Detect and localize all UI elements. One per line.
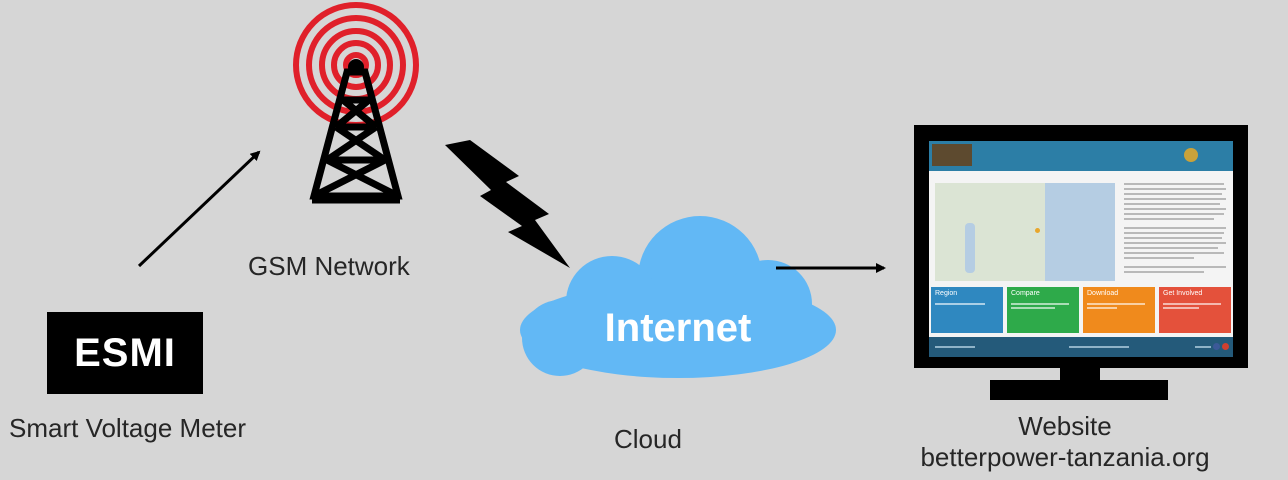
footer-text (1195, 346, 1211, 348)
lightning-icon (445, 140, 570, 268)
cloud-icon (520, 216, 836, 378)
site-card-title: Download (1087, 290, 1119, 297)
esmi-meter-box: ESMI (47, 312, 203, 394)
text-line (1124, 247, 1218, 249)
text-line (1124, 232, 1224, 234)
site-card-title: Region (935, 290, 958, 297)
site-footer (929, 337, 1233, 357)
site-emblem-icon (1184, 148, 1198, 162)
site-card-title: Compare (1011, 290, 1040, 297)
text-line (1124, 193, 1222, 195)
card-text-line (1011, 303, 1069, 305)
text-line (1124, 188, 1226, 190)
site-header (929, 141, 1233, 171)
card-text-line (1163, 303, 1221, 305)
text-line (1124, 237, 1222, 239)
map-marker-icon (1035, 228, 1040, 233)
esmi-logo-text: ESMI (74, 330, 176, 375)
text-line (1124, 266, 1226, 268)
arrow-meter-to-tower (137, 150, 261, 268)
website-screenshot: Region Compare Download Get Involved (929, 141, 1233, 357)
meter-label: Smart Voltage Meter (9, 413, 246, 443)
google-icon (1222, 343, 1229, 350)
card-text-line (1011, 307, 1055, 309)
site-card-download: Download (1083, 287, 1155, 333)
website-label-url: betterpower-tanzania.org (920, 442, 1210, 472)
text-line (1124, 242, 1226, 244)
text-line (1124, 203, 1220, 205)
footer-text (935, 346, 975, 348)
footer-text (1069, 346, 1129, 348)
site-card-region: Region (931, 287, 1003, 333)
card-text-line (1087, 303, 1145, 305)
text-line (1124, 183, 1224, 185)
site-map (935, 183, 1115, 281)
site-logo (932, 144, 972, 166)
gsm-label: GSM Network (248, 251, 410, 281)
text-line (1124, 227, 1226, 229)
text-line (1124, 218, 1214, 220)
map-ocean (1045, 183, 1115, 281)
site-card-compare: Compare (1007, 287, 1079, 333)
site-card-title: Get Involved (1163, 290, 1203, 297)
cloud-label: Cloud (614, 424, 682, 454)
text-line (1124, 257, 1194, 259)
card-text-line (1163, 307, 1199, 309)
card-text-line (1087, 307, 1117, 309)
tower-icon (309, 68, 403, 204)
text-line (1124, 208, 1226, 210)
site-card-get-involved: Get Involved (1159, 287, 1231, 333)
map-lake (965, 223, 975, 273)
text-line (1124, 271, 1204, 273)
card-text-line (935, 303, 985, 305)
text-line (1124, 213, 1224, 215)
cloud-inner-text: Internet (604, 306, 752, 350)
text-line (1124, 198, 1226, 200)
website-label-title: Website (1018, 411, 1112, 441)
website-label: Website betterpower-tanzania.org (895, 411, 1235, 473)
facebook-icon (1213, 343, 1220, 350)
text-line (1124, 252, 1224, 254)
